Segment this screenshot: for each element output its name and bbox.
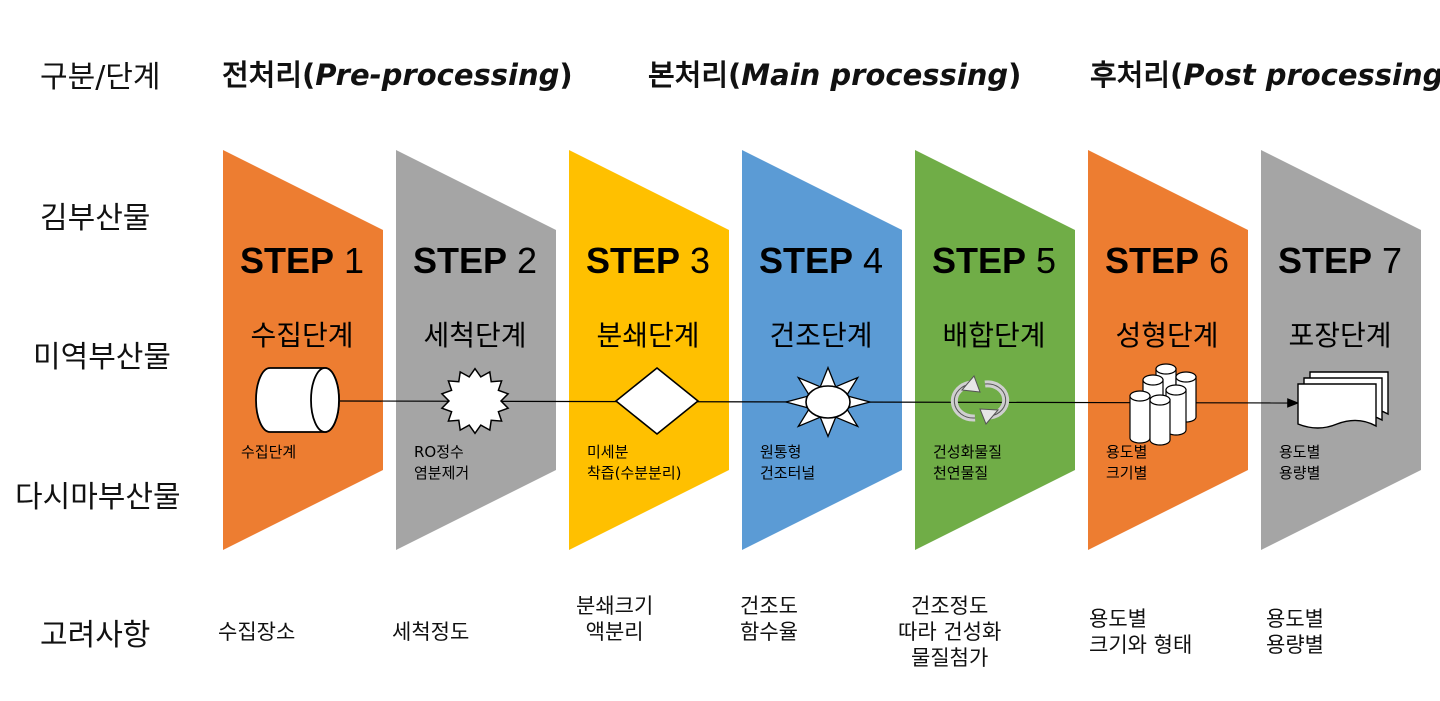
- step-7-note: 용량별: [1279, 464, 1320, 482]
- step-3-label: STEP 3: [586, 240, 710, 281]
- step-3-note: 착즙(수분분리): [587, 464, 682, 482]
- step-2-label: STEP 2: [413, 240, 537, 281]
- phase-post-name: 후처리(: [1090, 58, 1184, 92]
- step-1-shape: [223, 150, 383, 550]
- step-5-note: 천연물질: [933, 464, 988, 482]
- cycle-arrows-icon: [950, 375, 1010, 425]
- step-7-shape: [1261, 150, 1421, 550]
- step-1-note: 수집단계: [241, 443, 296, 461]
- step-7-label: STEP 7: [1278, 240, 1402, 281]
- phase-main-close: ): [1008, 58, 1022, 92]
- step-1-consideration: 수집장소: [218, 620, 296, 644]
- step-5-note: 건성화물질: [933, 443, 1002, 461]
- step-6-shape: [1088, 150, 1248, 550]
- step-5-shape: [915, 150, 1075, 550]
- step-6-name: 성형단계: [1115, 319, 1218, 352]
- row-label-kelp: 다시마부산물: [15, 480, 181, 515]
- phase-main-name: 본처리(: [648, 58, 742, 92]
- step-7-consideration: 용도별 용량별: [1266, 607, 1324, 657]
- step-3-name: 분쇄단계: [596, 319, 699, 352]
- cylinders-stack-icon: [1129, 363, 1197, 446]
- step-6-consideration: 용도별 크기와 형태: [1089, 607, 1193, 657]
- row-label-considerations: 고려사항: [40, 618, 151, 653]
- phase-pre-close: ): [559, 58, 573, 92]
- step-4-consideration: 건조도 함수율: [740, 594, 798, 644]
- step-4-shape: [742, 150, 902, 550]
- step-2-note: 염분제거: [414, 464, 469, 482]
- step-2-shape: [396, 150, 556, 550]
- step-4-note: 건조터널: [760, 464, 815, 482]
- step-3-consideration: 분쇄크기 액분리: [576, 594, 654, 644]
- step-6-note: 크기별: [1106, 464, 1147, 482]
- step-6-label: STEP 6: [1105, 240, 1229, 281]
- diamond-icon: [614, 366, 700, 436]
- row-label-seaweed: 미역부산물: [33, 340, 171, 375]
- step-3-note: 미세분: [587, 443, 629, 461]
- step-4-note: 원통형: [760, 443, 801, 461]
- step-1-name: 수집단계: [250, 319, 353, 352]
- documents-icon: [1297, 371, 1389, 429]
- phase-pre-en: Pre-processing: [315, 58, 560, 92]
- step-6-note: 용도별: [1106, 443, 1147, 461]
- sun-icon: [783, 365, 873, 439]
- phase-post: 후처리(Post processing): [1090, 52, 1440, 94]
- step-2-name: 세척단계: [423, 319, 526, 352]
- cylinder-icon: [255, 367, 340, 433]
- step-7-note: 용도별: [1279, 443, 1320, 461]
- step-1-label: STEP 1: [240, 240, 364, 281]
- starburst-icon: [440, 367, 510, 435]
- row-label-stage: 구분/단계: [40, 60, 161, 95]
- step-5-label: STEP 5: [932, 240, 1056, 281]
- step-2-consideration: 세척정도: [392, 620, 470, 644]
- phase-pre: 전처리(Pre-processing): [222, 52, 573, 94]
- step-4-name: 건조단계: [769, 319, 872, 352]
- step-3-shape: [569, 150, 729, 550]
- step-2-note: RO정수: [414, 443, 464, 461]
- step-5-name: 배합단계: [942, 319, 1045, 352]
- phase-main: 본처리(Main processing): [648, 52, 1021, 94]
- phase-main-en: Main processing: [741, 58, 1009, 92]
- step-7-name: 포장단계: [1288, 319, 1391, 352]
- step-5-consideration: 건조정도 따라 건성화 물질첨가: [898, 594, 1002, 670]
- phase-pre-name: 전처리(: [222, 58, 316, 92]
- row-label-laver: 김부산물: [40, 201, 151, 236]
- phase-post-en: Post processing: [1183, 58, 1440, 92]
- step-4-label: STEP 4: [759, 240, 883, 281]
